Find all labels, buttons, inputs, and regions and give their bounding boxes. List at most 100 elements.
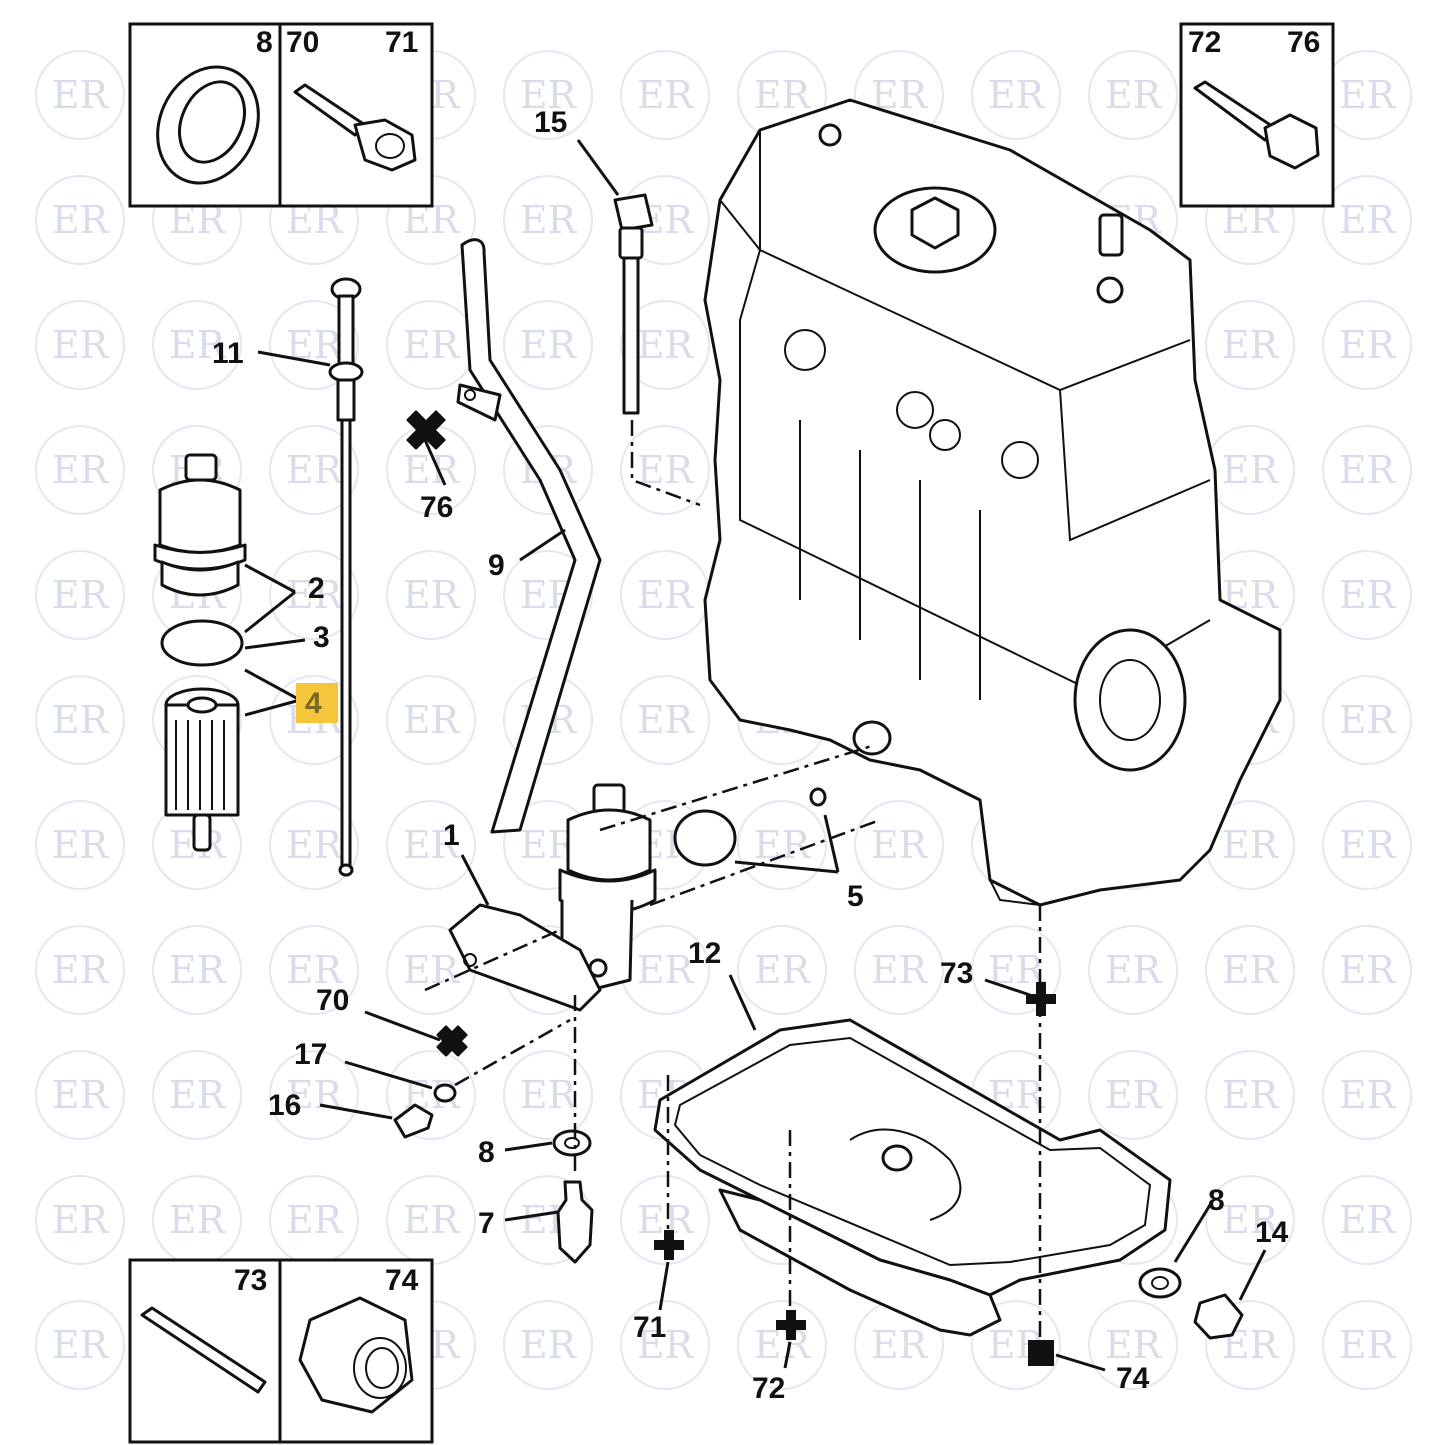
filter-cartridge <box>164 687 240 852</box>
gasket-rings <box>673 787 827 867</box>
watermark-text: ER <box>1105 948 1163 992</box>
callout-17[interactable]: 17 <box>294 1038 327 1071</box>
watermark-text: ER <box>637 948 695 992</box>
callout-15[interactable]: 15 <box>534 106 567 139</box>
watermark-ring <box>1088 1050 1178 1140</box>
watermark-ring <box>1205 1300 1295 1390</box>
watermark-ring <box>35 175 125 265</box>
watermark-ring <box>35 800 125 890</box>
watermark-text: ER <box>403 948 461 992</box>
watermark-ring <box>386 675 476 765</box>
callout-labels[interactable]: 15 11 76 9 2 3 4 1 5 12 73 70 17 16 8 7 … <box>212 106 1289 1405</box>
watermark-text: ER <box>403 323 461 367</box>
callout-12[interactable]: 12 <box>688 937 721 970</box>
engine-block <box>703 98 1282 907</box>
watermark-text: ER <box>1105 1323 1163 1367</box>
callout-16[interactable]: 16 <box>268 1089 301 1122</box>
watermark-text: ER <box>637 573 695 617</box>
callout-8-drain[interactable]: 8 <box>1208 1184 1225 1217</box>
watermark-text: ER <box>1222 1073 1280 1117</box>
watermark-ring <box>737 925 827 1015</box>
callout-14[interactable]: 14 <box>1255 1216 1289 1249</box>
watermark-ring <box>503 425 593 515</box>
watermark-ring <box>35 50 125 140</box>
watermark-ring <box>620 425 710 515</box>
watermark-text: ER <box>637 323 695 367</box>
watermark-text: ER <box>520 1073 578 1117</box>
watermark-text: ER <box>754 73 812 117</box>
watermark-ring <box>503 175 593 265</box>
filter-assembly <box>448 783 657 1012</box>
inset-top-left: 8 70 71 <box>128 22 434 208</box>
watermark-ring <box>35 1300 125 1390</box>
inset-label-8: 8 <box>256 26 273 59</box>
watermark-text: ER <box>52 1198 110 1242</box>
callout-5[interactable]: 5 <box>847 880 864 913</box>
watermark-text: ER <box>1339 1198 1397 1242</box>
watermark-ring <box>1322 550 1412 640</box>
callout-70[interactable]: 70 <box>316 984 349 1017</box>
watermark-ring <box>269 425 359 515</box>
watermark-ring <box>386 1050 476 1140</box>
callout-74[interactable]: 74 <box>1116 1362 1150 1395</box>
watermark-ring <box>152 300 242 390</box>
watermark-text: ER <box>286 448 344 492</box>
watermark-ring <box>620 675 710 765</box>
callout-4[interactable]: 4 <box>305 687 322 720</box>
callout-72[interactable]: 72 <box>752 1372 785 1405</box>
marker-73 <box>1026 982 1056 1016</box>
dipstick <box>328 277 364 877</box>
watermark-text: ER <box>1222 948 1280 992</box>
watermark-text: ER <box>1222 823 1280 867</box>
callout-9[interactable]: 9 <box>488 549 505 582</box>
assembly-lines <box>424 420 1042 1345</box>
watermark-ring <box>1322 1300 1412 1390</box>
fastener-markers <box>406 410 1056 1366</box>
watermark-ring <box>854 800 944 890</box>
drain-plug <box>1193 1293 1244 1340</box>
callout-7[interactable]: 7 <box>478 1207 495 1240</box>
dipstick-tube <box>456 238 602 834</box>
watermark-ring <box>971 925 1061 1015</box>
watermark-text: ER <box>1339 448 1397 492</box>
inset-bottom-left: 73 74 <box>128 1258 434 1444</box>
watermark-text: ER <box>52 1073 110 1117</box>
watermark-text: ER <box>52 1323 110 1367</box>
highlight-box <box>296 683 338 723</box>
watermark-text: ER <box>520 323 578 367</box>
callout-3[interactable]: 3 <box>313 621 330 654</box>
watermark-ring <box>35 1050 125 1140</box>
marker-76 <box>406 410 446 450</box>
watermark-ring <box>1322 300 1412 390</box>
inset-top-right: 72 76 <box>1179 22 1335 208</box>
callout-76[interactable]: 76 <box>420 491 453 524</box>
watermark-text: ER <box>1339 73 1397 117</box>
watermark-ring <box>971 50 1061 140</box>
watermark-text: ER <box>52 198 110 242</box>
watermark-text: ER <box>1339 948 1397 992</box>
watermark-ring <box>1322 425 1412 515</box>
watermark-text: ER <box>403 823 461 867</box>
callout-73[interactable]: 73 <box>940 957 973 990</box>
callout-2[interactable]: 2 <box>308 572 325 605</box>
callout-71[interactable]: 71 <box>633 1311 666 1344</box>
callout-11[interactable]: 11 <box>212 337 244 370</box>
watermark-ring <box>35 925 125 1015</box>
watermark-text: ER <box>520 73 578 117</box>
watermark-text: ER <box>1339 698 1397 742</box>
watermark-ring <box>1322 175 1412 265</box>
callout-8[interactable]: 8 <box>478 1136 495 1169</box>
watermark-ring <box>737 1300 827 1390</box>
pressure-switch <box>556 1180 594 1264</box>
washer-8 <box>552 1129 592 1157</box>
watermark-text: ER <box>754 823 812 867</box>
o-ring <box>160 619 244 667</box>
watermark-ring <box>1088 925 1178 1015</box>
watermark-ring <box>269 1050 359 1140</box>
watermark-ring <box>35 550 125 640</box>
watermark-ring <box>386 550 476 640</box>
callout-1[interactable]: 1 <box>443 819 460 852</box>
watermark-ring <box>971 1300 1061 1390</box>
watermark-ring <box>503 1300 593 1390</box>
